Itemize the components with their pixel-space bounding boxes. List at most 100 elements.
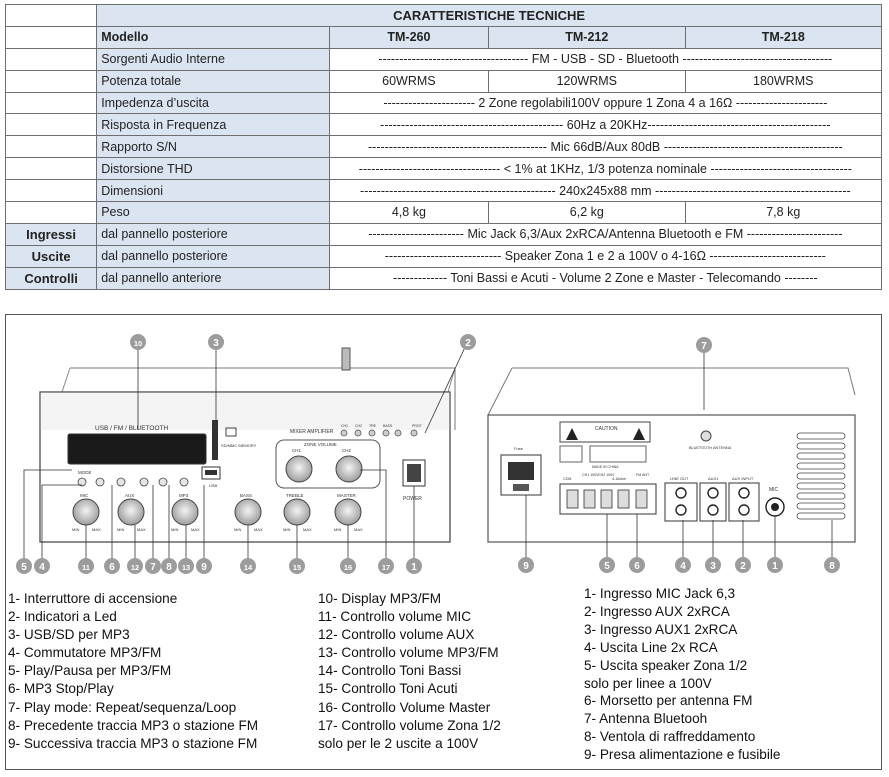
warning-icon: [633, 428, 645, 440]
legend-item: 3- Ingresso AUX1 2xRCA: [584, 621, 738, 637]
callout-8: 8: [161, 558, 177, 574]
knob-label: TREBLE: [286, 493, 304, 498]
min-label: MIN: [117, 527, 124, 532]
callout-2: 2: [460, 334, 476, 350]
svg-text:3: 3: [213, 338, 219, 349]
legend-item: 9- Successiva traccia MP3 o stazione FM: [8, 735, 258, 751]
min-label: MIN: [72, 527, 79, 532]
prev-button[interactable]: [158, 477, 168, 487]
bass-knob[interactable]: [234, 498, 262, 526]
svg-text:4: 4: [39, 562, 45, 573]
row-value: ---------------------------------- < 1% …: [328, 157, 883, 181]
model-header: TM-218: [684, 25, 883, 49]
callout-3: 3: [208, 334, 224, 350]
min-label: MIN: [234, 527, 241, 532]
warning-icon: [566, 428, 578, 440]
aux1-label: AUX1: [708, 476, 719, 481]
legend-rear: 1- Ingresso MIC Jack 6,3 2- Ingresso AUX…: [584, 585, 780, 764]
svg-text:7: 7: [150, 562, 156, 573]
zone-volume-label: ZONE VOLUME: [304, 442, 337, 447]
svg-text:4: 4: [680, 561, 686, 572]
legend-item: 16- Controllo Volume Master: [318, 699, 491, 715]
master-knob[interactable]: [334, 498, 362, 526]
knob-label: MIC: [80, 493, 89, 498]
svg-text:2: 2: [740, 561, 746, 572]
max-label: MAX: [92, 527, 101, 532]
bluetooth-label: BLUETOOTH ANTENNA: [689, 446, 732, 450]
play-pause-button[interactable]: [95, 477, 105, 487]
row-value: ---------------------- 2 Zone regolabili…: [328, 91, 883, 115]
svg-text:1: 1: [411, 562, 417, 573]
svg-text:8: 8: [829, 561, 835, 572]
legend-item: 7- Play mode: Repeat/sequenza/Loop: [8, 699, 237, 715]
legend-item: 8- Precedente traccia MP3 o stazione FM: [8, 717, 259, 733]
max-label: MAX: [303, 527, 312, 532]
legend-item: 4- Uscita Line 2x RCA: [584, 639, 718, 655]
legend-item: 11- Controllo volume MIC: [318, 609, 472, 625]
zone-knob[interactable]: [335, 455, 363, 483]
min-label: MIN: [334, 527, 341, 532]
aux-knob[interactable]: [117, 498, 145, 526]
callout-1: 1: [767, 557, 783, 573]
caution-label: CAUTION: [595, 426, 618, 432]
table-row: Dimensioni -----------------------------…: [4, 179, 883, 203]
fuse-label: Fuse: [514, 446, 524, 451]
terminal-label: 4-16ohm: [612, 477, 626, 481]
row-value: ----------------------------------------…: [328, 179, 883, 203]
caution-plate: [559, 421, 651, 443]
model-header: TM-212: [488, 25, 686, 49]
treble-knob[interactable]: [283, 498, 311, 526]
zone-knob-label: CH1: [292, 448, 301, 453]
bluetooth-antenna-icon: [700, 430, 712, 442]
row-label: Distorsione THD: [96, 157, 330, 181]
row-label: Peso: [96, 201, 330, 224]
rca-jacks: [675, 487, 750, 516]
svg-text:6: 6: [634, 561, 640, 572]
power-label: POWER: [403, 496, 422, 502]
row-label: Rapporto S/N: [96, 135, 330, 159]
callout-14: 14: [240, 558, 256, 574]
legend-front-right: 10- Display MP3/FM 11- Controllo volume …: [318, 590, 501, 753]
row-value: ---------------------------- Speaker Zon…: [328, 244, 883, 268]
callout-17: 17: [378, 558, 394, 574]
mixer-label: MIXER AMPLIFIER: [290, 429, 334, 435]
callout-5: 5: [599, 557, 615, 573]
display-label: USB / FM / BLUETOOTH: [95, 425, 169, 432]
loop-button[interactable]: [139, 477, 149, 487]
mode-button[interactable]: [77, 477, 87, 487]
sd-slot-icon: [212, 420, 218, 460]
zone-knob-label: CH2: [342, 448, 351, 453]
svg-text:16: 16: [344, 563, 352, 572]
callout-6: 6: [104, 558, 120, 574]
zone-knob[interactable]: [285, 455, 313, 483]
min-label: MIN: [283, 527, 290, 532]
row-value: ----------------------------------------…: [328, 113, 883, 137]
callout-5: 5: [16, 558, 32, 574]
max-label: MAX: [191, 527, 200, 532]
min-label: MIN: [171, 527, 178, 532]
blank-cell: [4, 25, 98, 49]
max-label: MAX: [354, 527, 363, 532]
legend-item: 6- MP3 Stop/Play: [8, 681, 114, 697]
legend-item: solo per le 2 uscite a 100V: [318, 735, 479, 751]
callout-13: 13: [178, 558, 194, 574]
group-label: Uscite: [4, 244, 98, 268]
callout-1: 1: [406, 558, 422, 574]
front-knobs: [72, 498, 362, 526]
svg-text:13: 13: [182, 563, 190, 572]
mp3-knob[interactable]: [171, 498, 199, 526]
mic-knob[interactable]: [72, 498, 100, 526]
led-label: BASS: [383, 424, 393, 428]
callout-15: 15: [289, 558, 305, 574]
legend-item: 9- Presa alimentazione e fusibile: [584, 747, 781, 763]
rear-panel: BLUETOOTH ANTENNA CAUTION MADE IN CHINA …: [487, 367, 856, 543]
table-row: Potenza totale 60WRMS 120WRMS 180WRMS: [4, 69, 883, 93]
led-label: CH2: [355, 424, 362, 428]
table-row: Risposta in Frequenza ------------------…: [4, 113, 883, 137]
table-row: Controlli dal pannello anteriore -------…: [4, 266, 883, 290]
next-button[interactable]: [179, 477, 189, 487]
led-label: CH1: [341, 424, 348, 428]
svg-text:15: 15: [293, 563, 301, 572]
stop-button[interactable]: [116, 477, 126, 487]
callout-9: 9: [196, 558, 212, 574]
